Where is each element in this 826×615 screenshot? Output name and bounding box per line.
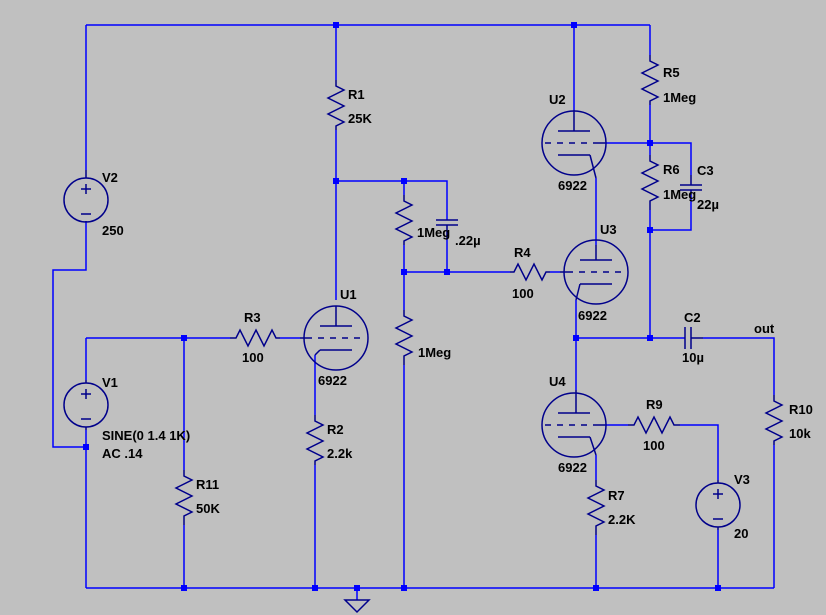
capacitors bbox=[436, 175, 703, 349]
junction bbox=[647, 227, 653, 233]
voltage-source-v2 bbox=[63, 170, 109, 223]
c2-value-label: 10µ bbox=[682, 350, 704, 365]
junction bbox=[573, 335, 579, 341]
wire-r9-to-v3 bbox=[680, 424, 719, 480]
resistor-r4 bbox=[510, 262, 550, 282]
r9-name-label: R9 bbox=[646, 397, 663, 412]
junction bbox=[333, 22, 339, 28]
junctions bbox=[83, 22, 721, 591]
resistor-r12 bbox=[394, 195, 414, 245]
r10-name-label: R10 bbox=[789, 402, 813, 417]
junction bbox=[181, 585, 187, 591]
resistor-r7 bbox=[586, 480, 606, 535]
wire-c3-bottom bbox=[650, 195, 692, 231]
r3-value-label: 100 bbox=[242, 350, 264, 365]
u2-value-label: 6922 bbox=[558, 178, 587, 193]
v1-name-label: V1 bbox=[102, 375, 118, 390]
resistors bbox=[174, 55, 784, 535]
v2-name-label: V2 bbox=[102, 170, 118, 185]
junction bbox=[571, 22, 577, 28]
junction bbox=[354, 585, 360, 591]
v1-value-label: SINE(0 1.4 1K) bbox=[102, 428, 190, 443]
junction bbox=[181, 335, 187, 341]
r1-value-label: 25K bbox=[348, 111, 372, 126]
resistor-r5 bbox=[640, 55, 660, 105]
r9-value-label: 100 bbox=[643, 438, 665, 453]
r7-value-label: 2.2K bbox=[608, 512, 636, 527]
triode-u4 bbox=[541, 390, 607, 458]
r6-value-label: 1Meg bbox=[663, 187, 696, 202]
r12-value-label: 1Meg bbox=[417, 225, 450, 240]
r6-name-label: R6 bbox=[663, 162, 680, 177]
ground-icon bbox=[343, 599, 371, 614]
junction bbox=[647, 140, 653, 146]
u4-value-label: 6922 bbox=[558, 460, 587, 475]
voltage-source-v1 bbox=[63, 380, 109, 430]
triodes bbox=[300, 110, 629, 458]
resistor-r3 bbox=[230, 328, 280, 348]
r1-name-label: R1 bbox=[348, 87, 365, 102]
junction bbox=[401, 178, 407, 184]
junction bbox=[647, 335, 653, 341]
junction bbox=[593, 585, 599, 591]
resistor-r1 bbox=[326, 80, 346, 130]
triode-u2 bbox=[541, 110, 607, 179]
capacitor-c1 bbox=[436, 219, 458, 240]
junction bbox=[312, 585, 318, 591]
junction bbox=[83, 444, 89, 450]
wires bbox=[52, 24, 775, 600]
resistor-r11 bbox=[174, 470, 194, 525]
resistor-r2 bbox=[305, 415, 325, 465]
c3-value-label: 22µ bbox=[697, 197, 719, 212]
junction bbox=[401, 585, 407, 591]
voltage-source-v3 bbox=[695, 480, 741, 530]
labels: V2 250 V1 SINE(0 1.4 1K) AC .14 V3 20 R1… bbox=[102, 65, 813, 541]
v3-value-label: 20 bbox=[734, 526, 748, 541]
c2-name-label: C2 bbox=[684, 310, 701, 325]
r3-name-label: R3 bbox=[244, 310, 261, 325]
junction bbox=[401, 269, 407, 275]
resistor-r9 bbox=[628, 415, 680, 435]
r7-name-label: R7 bbox=[608, 488, 625, 503]
resistor-r8 bbox=[394, 310, 414, 365]
voltage-sources bbox=[63, 170, 741, 530]
r4-value-label: 100 bbox=[512, 286, 534, 301]
c1-value-label: .22µ bbox=[455, 233, 481, 248]
resistor-r6 bbox=[640, 155, 660, 210]
r10-value-label: 10k bbox=[789, 426, 811, 441]
r5-value-label: 1Meg bbox=[663, 90, 696, 105]
triode-u1 bbox=[300, 305, 369, 371]
wire-c3-top bbox=[605, 142, 692, 175]
wire-c2-to-r10 bbox=[703, 337, 775, 395]
wire-v2-to-v1 bbox=[52, 221, 87, 448]
capacitor-c3 bbox=[680, 175, 702, 195]
r8-value-label: 1Meg bbox=[418, 345, 451, 360]
r2-value-label: 2.2k bbox=[327, 446, 353, 461]
r11-value-label: 50K bbox=[196, 501, 220, 516]
junction bbox=[333, 178, 339, 184]
triode-u3 bbox=[560, 239, 629, 305]
u3-value-label: 6922 bbox=[578, 308, 607, 323]
net-label-out: out bbox=[754, 321, 775, 336]
capacitor-c2 bbox=[684, 327, 703, 349]
r2-name-label: R2 bbox=[327, 422, 344, 437]
u4-name-label: U4 bbox=[549, 374, 566, 389]
r11-name-label: R11 bbox=[196, 477, 219, 492]
wire-c1-top bbox=[336, 180, 448, 220]
u1-name-label: U1 bbox=[340, 287, 357, 302]
v1-ac-label: AC .14 bbox=[102, 446, 143, 461]
u1-value-label: 6922 bbox=[318, 373, 347, 388]
v2-value-label: 250 bbox=[102, 223, 124, 238]
v3-name-label: V3 bbox=[734, 472, 750, 487]
junction bbox=[715, 585, 721, 591]
junction bbox=[444, 269, 450, 275]
u2-name-label: U2 bbox=[549, 92, 566, 107]
r4-name-label: R4 bbox=[514, 245, 531, 260]
u3-name-label: U3 bbox=[600, 222, 617, 237]
resistor-r10 bbox=[764, 395, 784, 445]
c3-name-label: C3 bbox=[697, 163, 714, 178]
r5-name-label: R5 bbox=[663, 65, 680, 80]
